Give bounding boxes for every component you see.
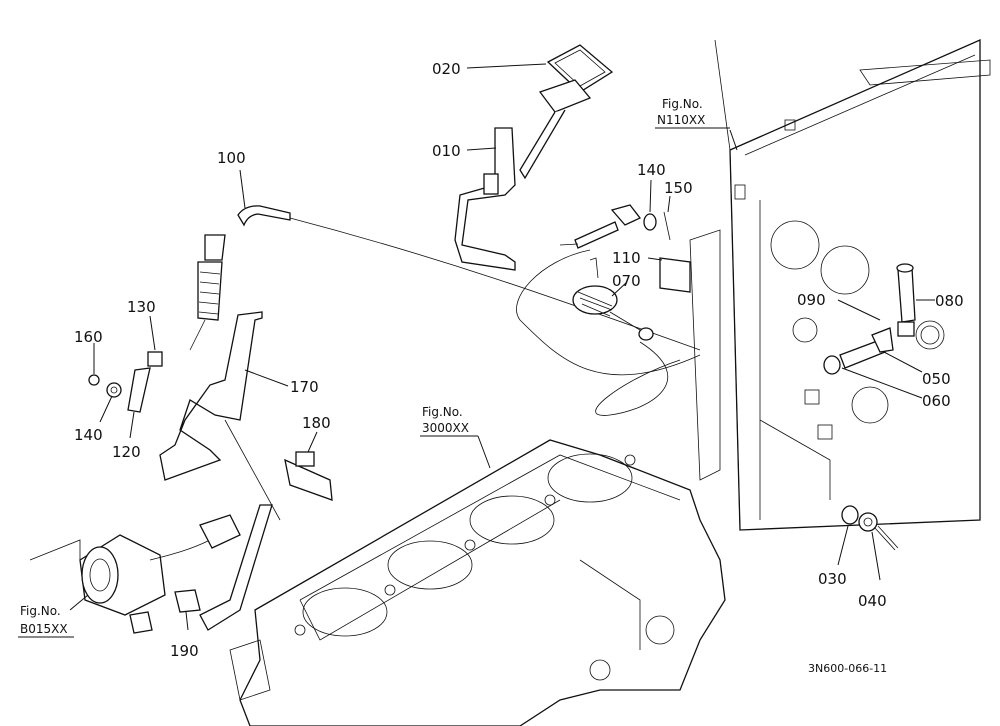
- part-label-190: 190: [170, 642, 199, 660]
- figure-ref-title: Fig.No.: [20, 604, 61, 618]
- throttle-cable-100: [147, 205, 701, 416]
- nut-130: [147, 351, 163, 367]
- part-label-050: 050: [922, 370, 951, 388]
- part-label-080: 080: [935, 292, 964, 310]
- part-labels: 020 010 100 140 150 110 070 090 080 050 …: [74, 60, 964, 660]
- linkage-small-parts: [88, 367, 151, 413]
- solenoid-b015: [79, 514, 241, 634]
- figure-reference-b015: Fig.No. B015XX: [18, 539, 81, 638]
- figure-reference-3000: Fig.No. 3000XX: [420, 405, 478, 437]
- rod-spring: [559, 204, 691, 341]
- part-label-180: 180: [302, 414, 331, 432]
- drawing-code: 3N600-066-11: [808, 662, 887, 675]
- figure-ref-code: 3000XX: [422, 421, 469, 435]
- part-label-020: 020: [432, 60, 461, 78]
- part-label-060: 060: [922, 392, 951, 410]
- figure-ref-code: N110XX: [657, 113, 705, 127]
- part-label-170: 170: [290, 378, 319, 396]
- hardware-right: [823, 263, 916, 551]
- pedal-arm-010: [454, 127, 516, 271]
- pedal-assembly: [454, 44, 614, 271]
- engine-block: [229, 439, 726, 726]
- part-label-090: 090: [797, 291, 826, 309]
- part-label-120: 120: [112, 443, 141, 461]
- bracket-170: [159, 311, 333, 631]
- part-label-010: 010: [432, 142, 461, 160]
- part-label-100: 100: [217, 149, 246, 167]
- part-label-070: 070: [612, 272, 641, 290]
- figure-ref-title: Fig.No.: [422, 405, 463, 419]
- part-label-160: 160: [74, 328, 103, 346]
- figure-ref-title: Fig.No.: [662, 97, 703, 111]
- part-label-150: 150: [664, 179, 693, 197]
- pedal-pad-020: [546, 44, 614, 93]
- part-label-030: 030: [818, 570, 847, 588]
- part-label-140-left: 140: [74, 426, 103, 444]
- part-label-110: 110: [612, 249, 641, 267]
- leader-lines: [69, 63, 935, 631]
- figure-ref-code: B015XX: [20, 622, 68, 636]
- part-label-130: 130: [127, 298, 156, 316]
- part-label-040: 040: [858, 592, 887, 610]
- part-label-140: 140: [637, 161, 666, 179]
- figure-reference-n110: Fig.No. N110XX: [655, 97, 730, 129]
- frame-panel: [689, 39, 991, 531]
- link-120: [127, 367, 151, 413]
